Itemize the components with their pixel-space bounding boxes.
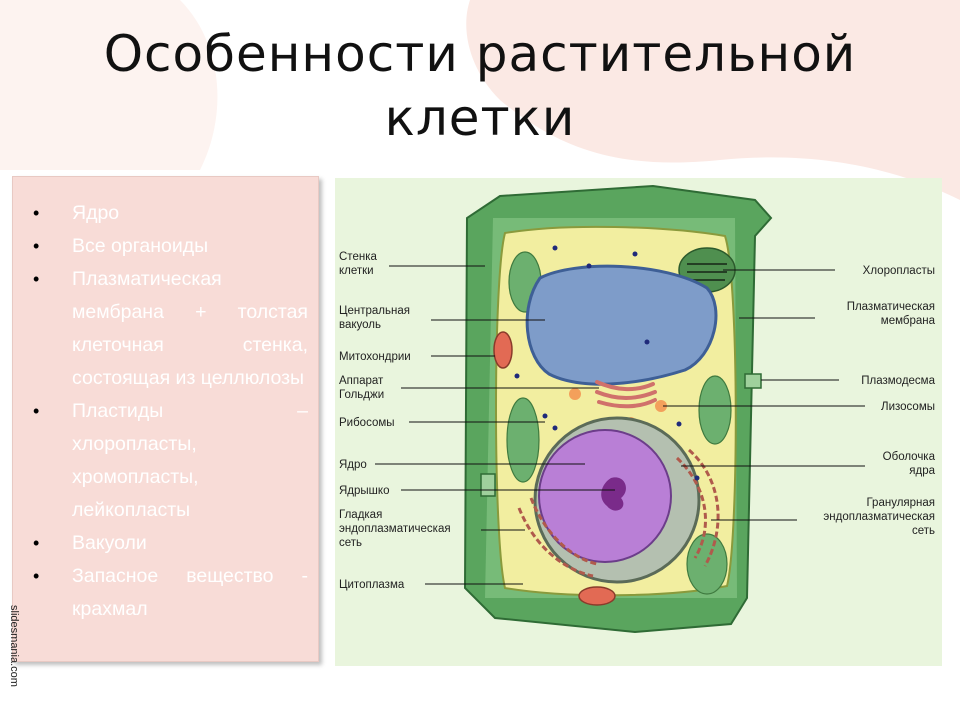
chloroplast: [686, 533, 728, 595]
bullet-text: Запасное вещество - крахмал: [72, 565, 308, 620]
label-nucleus: Ядро: [339, 459, 367, 471]
bullet-text: Пластиды – хлоропласты, хромопласты, лей…: [72, 400, 308, 521]
mitochondrion: [493, 331, 513, 369]
bullet-dot: •: [33, 203, 40, 223]
label-nucleolus: Ядрышко: [339, 485, 389, 497]
nucleolus: [601, 477, 626, 511]
bullet-dot: •: [33, 533, 40, 553]
label-plasmodesma: Плазмодесма: [861, 375, 935, 387]
bullet-text: Вакуоли: [72, 532, 147, 554]
label-lysosomes: Лизосомы: [881, 401, 935, 413]
bullet-list: • Ядро • Все органоиды • Плазматическая мем…: [13, 177, 318, 626]
label-ribosomes: Рибосомы: [339, 417, 395, 429]
bullet-dot: •: [33, 269, 40, 289]
bullet-dot: •: [33, 401, 40, 421]
ribosomes: [514, 245, 700, 481]
bullet-item: • Вакуоли: [13, 527, 308, 560]
label-mitochondria: Митохондрии: [339, 351, 411, 363]
bullet-item: • Плазматическая мембрана + толстая клето…: [13, 263, 308, 395]
endoplasmic-reticulum: [517, 448, 720, 578]
golgi-apparatus: [595, 380, 657, 409]
central-vacuole: [525, 264, 718, 386]
bullet-text: Все органоиды: [72, 235, 209, 257]
plasmodesma: [744, 373, 762, 389]
bullet-item: • Пластиды – хлоропласты, хромопласты, ле…: [13, 395, 308, 527]
label-chloroplasts: Хлоропласты: [863, 265, 935, 277]
chloroplast: [698, 375, 732, 445]
label-leaders: [375, 265, 865, 585]
label-cytoplasm: Цитоплазма: [339, 579, 405, 591]
bullet-item: • Ядро: [13, 197, 308, 230]
chloroplast: [506, 397, 540, 483]
bullet-item: • Запасное вещество - крахмал: [13, 560, 308, 626]
bullet-text: Ядро: [72, 202, 120, 224]
bullet-text: Плазматическая мембрана + толстая клеточ…: [72, 268, 308, 389]
watermark: slidesmania.com: [8, 605, 20, 687]
bullet-dot: •: [33, 566, 40, 586]
slide-title: Особенности растительной клетки: [103, 25, 857, 147]
bullet-panel: • Ядро • Все органоиды • Плазматическая мем…: [12, 176, 319, 662]
bullet-item: • Все органоиды: [13, 230, 308, 263]
bullet-dot: •: [33, 236, 40, 256]
mitochondrion: [578, 586, 616, 606]
